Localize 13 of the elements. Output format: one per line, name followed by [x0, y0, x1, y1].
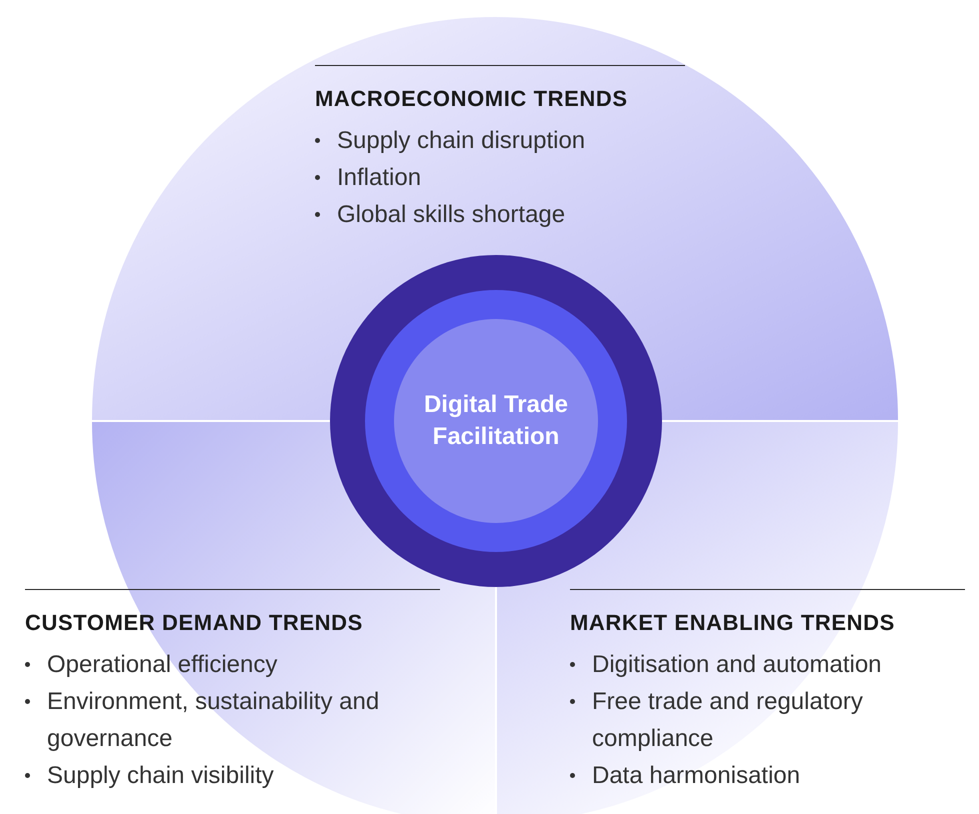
section-heading: MACROECONOMIC TRENDS [315, 86, 628, 112]
bullet-item: Data harmonisation [592, 762, 800, 789]
bullet-item: Supply chain visibility [47, 762, 274, 789]
bullet-item: Inflation [337, 164, 422, 191]
bullet-item: Supply chain disruption [337, 127, 586, 154]
center-label: Digital Trade Facilitation [422, 390, 570, 452]
section-heading: CUSTOMER DEMAND TRENDS [25, 610, 363, 636]
bullet-item: Global skills shortage [337, 201, 566, 228]
section-heading: MARKET ENABLING TRENDS [570, 610, 895, 636]
bullet-item: Free trade and regulatory compliance [592, 688, 863, 752]
bullet-item: Environment, sustainability and governance [47, 688, 380, 752]
bullet-item: Operational efficiency [47, 651, 278, 678]
bullet-item: Digitisation and automation [592, 651, 882, 678]
